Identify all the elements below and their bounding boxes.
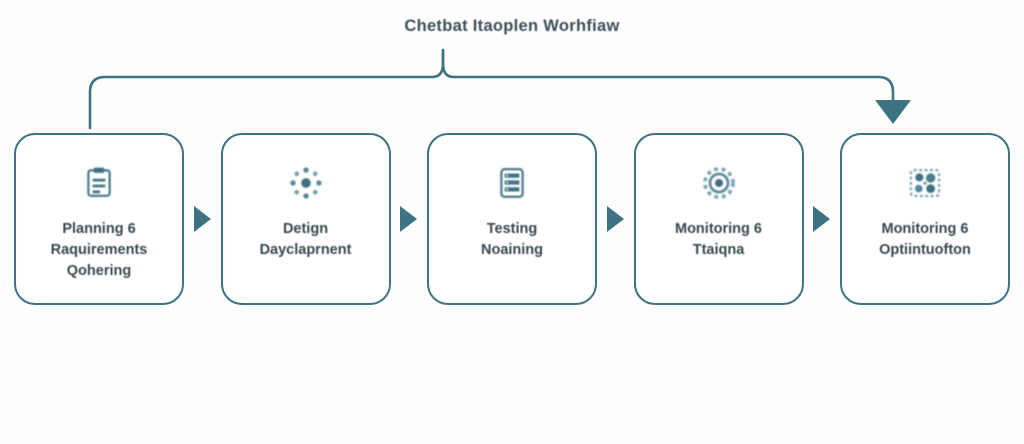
connector-arrow-2 (391, 133, 428, 305)
triangle-right-icon (193, 206, 211, 232)
stage-box-3[interactable]: Testing Noaining (427, 133, 597, 305)
stage-box-4[interactable]: Monitoring 6 Ttaiqna (633, 133, 804, 305)
page-title: Chetbat Itaoplen Worhfiaw (404, 17, 620, 35)
triangle-right-icon (400, 206, 418, 232)
bracket-arrowhead (875, 100, 911, 124)
connector-arrow-4 (804, 133, 841, 305)
stage-label-2: Detign Dayclaprnent (259, 221, 352, 259)
stage-label-4: Monitoring 6 Ttaiqna (675, 221, 762, 259)
triangle-right-icon (813, 206, 831, 232)
gear-cog-icon (696, 161, 742, 205)
chart-dashboard-icon (902, 161, 948, 205)
workflow-stage-row: Planning 6 Raquirements Qohering (14, 133, 1010, 305)
stage-label-3: Testing Noaining (480, 221, 544, 259)
connector-arrow-1 (184, 133, 221, 305)
stage-label-5: Monitoring 6 Optiintuofton (879, 221, 971, 259)
stage-label-1: Planning 6 Raquirements Qohering (50, 221, 148, 280)
network-hub-icon (283, 161, 329, 205)
clipboard-checklist-icon (76, 161, 122, 205)
server-stack-icon (489, 161, 535, 205)
triangle-right-icon (606, 206, 624, 232)
connector-arrow-3 (597, 133, 634, 305)
stage-box-5[interactable]: Monitoring 6 Optiintuofton (840, 133, 1010, 305)
stage-box-2[interactable]: Detign Dayclaprnent (220, 133, 391, 305)
stage-box-1[interactable]: Planning 6 Raquirements Qohering (14, 133, 184, 305)
